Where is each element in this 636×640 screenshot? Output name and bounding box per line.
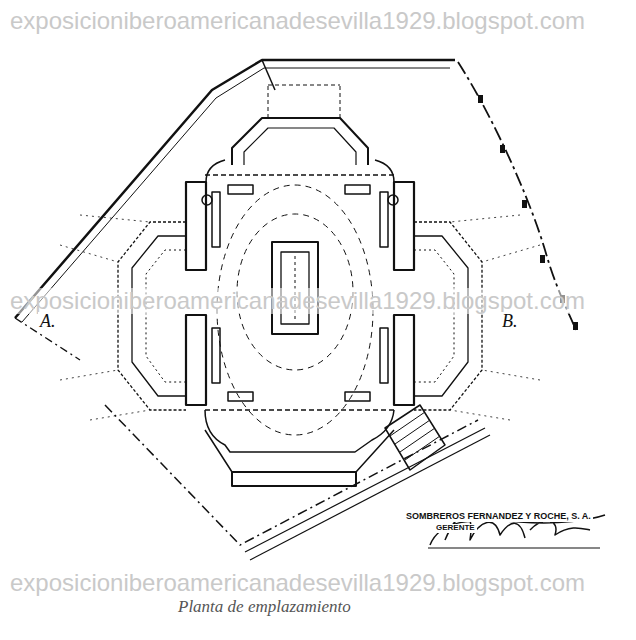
section-mark: B. <box>500 312 520 332</box>
watermark: exposicioniberoamericanadesevilla1929.bl… <box>8 288 587 314</box>
stamp-title: GERENTE <box>434 524 477 533</box>
watermark: exposicioniberoamericanadesevilla1929.bl… <box>8 8 587 34</box>
section-mark: A. <box>38 312 58 332</box>
company-stamp: SOMBREROS FERNANDEZ Y ROCHE, S. A. <box>404 512 593 522</box>
watermark: exposicioniberoamericanadesevilla1929.bl… <box>8 570 587 596</box>
plan-caption: Planta de emplazamiento <box>178 598 351 617</box>
